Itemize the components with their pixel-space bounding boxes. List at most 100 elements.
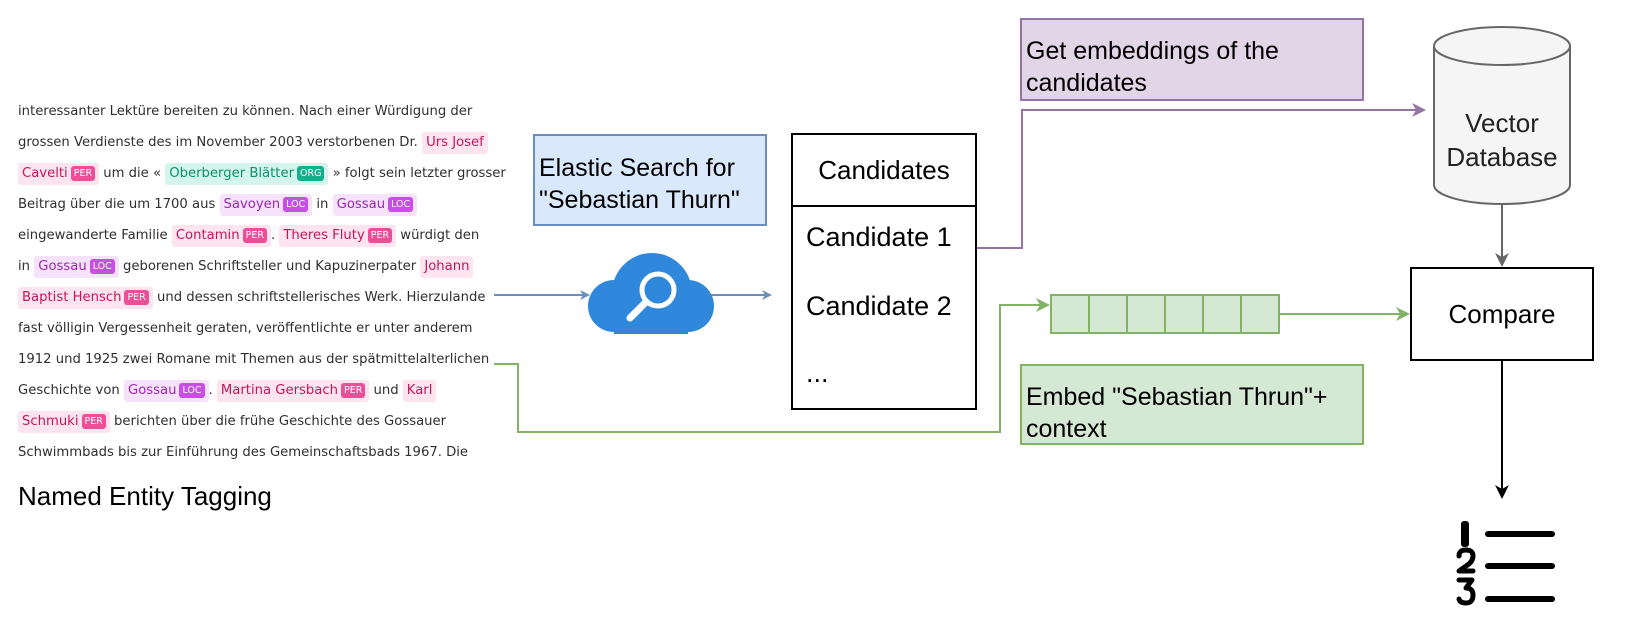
ner-text: geborenen Schriftsteller und Kapuzinerpa…: [118, 259, 421, 274]
cloud-search-icon: [588, 253, 714, 334]
vector-cell: [1204, 296, 1242, 332]
entity-text: Schmuki: [22, 414, 79, 429]
database-cylinder-icon: [1433, 26, 1571, 205]
ner-text: in: [18, 259, 35, 274]
entity-tag-badge: ORG: [297, 166, 325, 181]
ner-text: .: [270, 228, 280, 243]
vector-cell: [1052, 296, 1090, 332]
ner-text: um die «: [99, 166, 166, 181]
entity-highlight: Urs Josef: [422, 132, 488, 154]
search-label-line1: Elastic Search for: [539, 154, 735, 182]
entity-tag-badge: PER: [367, 228, 393, 243]
ner-line: 1912 und 1925 zwei Romane mit Themen aus…: [18, 344, 490, 375]
candidate-item: Candidate 2: [806, 291, 952, 321]
embed-name-line1: Embed "Sebastian Thrun"+: [1026, 383, 1328, 411]
entity-highlight: Johann: [420, 256, 474, 278]
ner-text: grossen Verdienste des im November 2003 …: [18, 135, 423, 150]
vector-database-label: Vector Database: [1432, 106, 1572, 174]
candidate-item: ...: [806, 358, 829, 388]
compare-box: Compare: [1410, 267, 1594, 361]
vector-cell: [1166, 296, 1204, 332]
candidates-table: Candidates Candidate 1 Candidate 2 ...: [791, 133, 977, 410]
entity-highlight: Karl: [402, 380, 437, 402]
entity-tag-badge: PER: [340, 383, 366, 398]
entity-tag-badge: PER: [124, 290, 149, 305]
entity-tag-badge: LOC: [283, 197, 309, 212]
entity-text: Baptist Hensch: [22, 290, 122, 305]
ner-text: Schwimmbads bis zur Einführung des Gemei…: [18, 445, 469, 460]
ner-text: und: [369, 383, 403, 398]
embed-candidates-label: Get embeddings of the candidates: [1020, 18, 1364, 101]
entity-tag-badge: LOC: [89, 259, 115, 274]
ner-line: Schwimmbads bis zur Einführung des Gemei…: [18, 437, 488, 468]
ner-text: Beitrag über die um 1700 aus: [18, 197, 220, 212]
ner-text: Geschichte von: [18, 383, 124, 398]
embed-name-label: Embed "Sebastian Thrun"+ context: [1020, 364, 1364, 445]
ner-text: berichten über die frühe Geschichte des …: [109, 414, 447, 429]
entity-text: Theres Fluty: [283, 228, 365, 243]
ner-text: eingewanderte Familie: [18, 228, 172, 243]
embed-candidates-line2: candidates: [1026, 69, 1147, 97]
elastic-search-label: Elastic Search for "Sebastian Thurn": [533, 134, 767, 226]
entity-tag-badge: PER: [242, 228, 267, 243]
entity-tag-badge: LOC: [179, 383, 205, 398]
vector-cell: [1128, 296, 1166, 332]
entity-text: Cavelti: [22, 166, 68, 181]
entity-text: Karl: [406, 383, 433, 398]
entity-text: Gossau: [336, 197, 386, 212]
entity-text: Gossau: [127, 383, 177, 398]
ranked-list-icon: [1456, 521, 1555, 606]
ner-caption: Named Entity Tagging: [18, 481, 272, 511]
arrow-candidates-to-database: [977, 103, 1426, 249]
entity-text: Johann: [424, 259, 470, 274]
database-line1: Vector: [1465, 108, 1539, 138]
database-line2: Database: [1446, 142, 1558, 172]
ner-text: interessanter Lektüre bereiten zu können…: [18, 104, 473, 119]
ner-text: und dessen schriftstellerisches Werk. Hi…: [152, 290, 486, 305]
ner-text: fast völligin Vergessenheit geraten, ver…: [18, 321, 473, 336]
embed-name-line2: context: [1026, 415, 1107, 443]
search-label-line2: "Sebastian Thurn": [539, 186, 740, 214]
candidate-item: Candidate 1: [806, 222, 952, 252]
entity-text: Urs Josef: [426, 135, 484, 150]
ner-text: 1912 und 1925 zwei Romane mit Themen aus…: [18, 352, 490, 367]
ner-text: .: [208, 383, 217, 398]
ner-text: würdigt den: [396, 228, 480, 243]
entity-tag-badge: PER: [70, 166, 96, 181]
entity-tag-badge: PER: [81, 414, 106, 429]
ner-paragraph: interessanter Lektüre bereiten zu können…: [18, 96, 506, 468]
candidates-header: Candidates: [793, 135, 975, 207]
entity-text: Oberberger Blätter: [169, 166, 294, 181]
entity-text: Martina Gersbach: [220, 383, 338, 398]
embedding-vector: [1050, 294, 1280, 334]
ner-text: » folgt sein letzter grosser: [328, 166, 506, 181]
entity-text: Gossau: [38, 259, 87, 274]
entity-text: Contamin: [175, 228, 240, 243]
ner-line: interessanter Lektüre bereiten zu können…: [18, 96, 488, 127]
embed-candidates-line1: Get embeddings of the: [1026, 37, 1279, 65]
vector-cell: [1242, 296, 1278, 332]
ner-line: grossen Verdienste des im November 2003 …: [18, 127, 488, 158]
entity-tag-badge: LOC: [388, 197, 414, 212]
ner-text: in: [312, 197, 333, 212]
vector-cell: [1090, 296, 1128, 332]
